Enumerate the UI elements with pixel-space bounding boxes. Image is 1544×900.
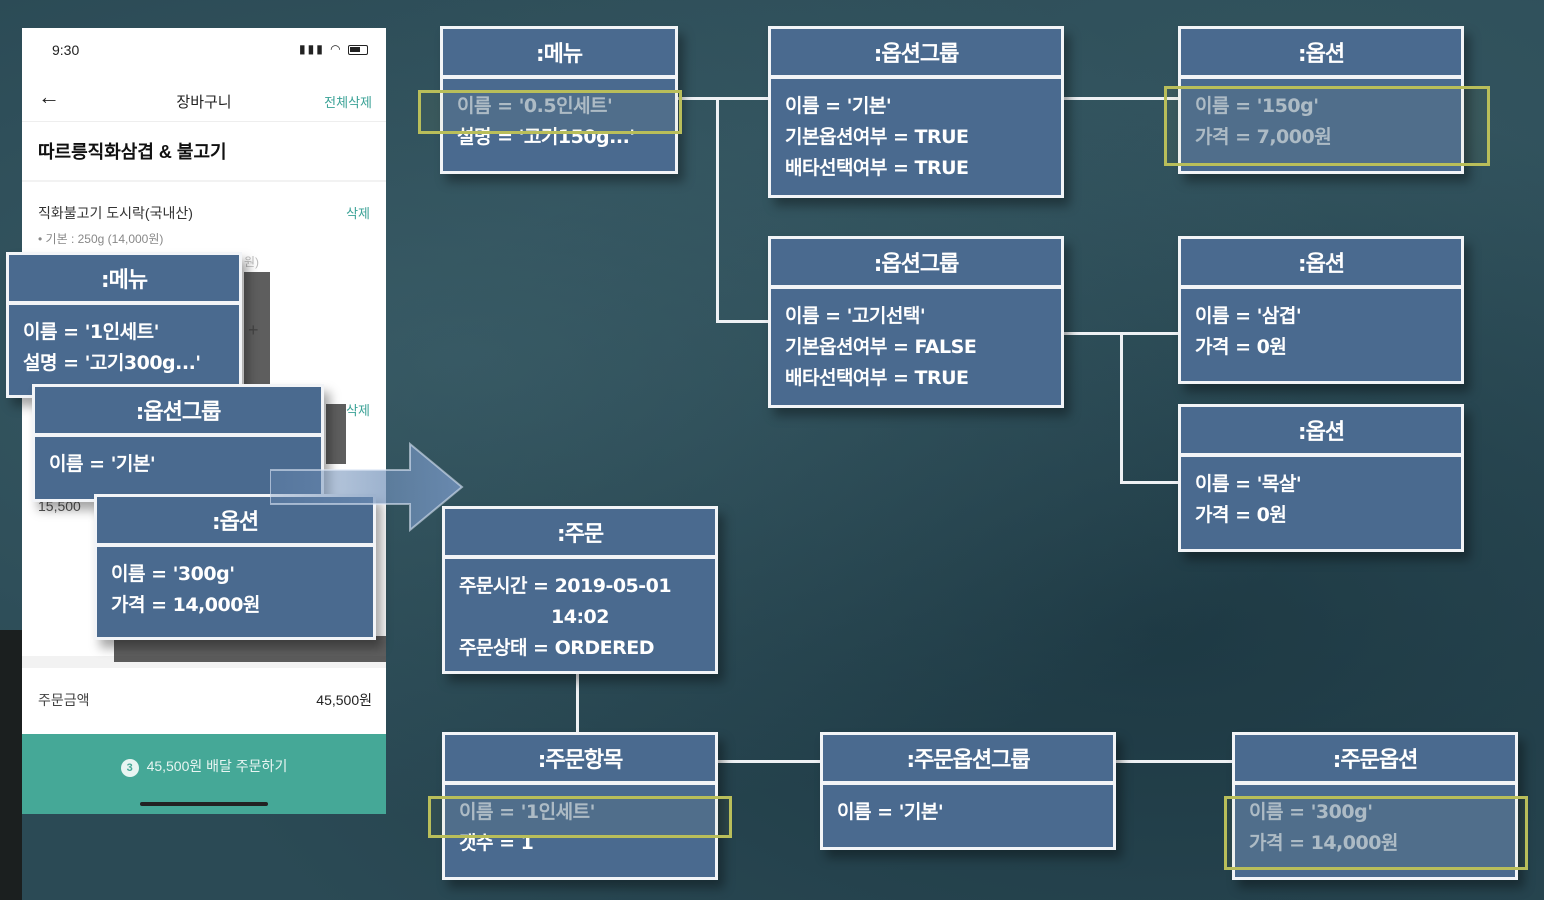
box-title: :주문옵션그룹 xyxy=(823,735,1113,785)
attr-name: 이름 = '기본' xyxy=(785,95,892,117)
attr-price: 가격 = 7,000원 xyxy=(1195,126,1332,148)
box-title: :메뉴 xyxy=(443,29,675,79)
shadow-strip xyxy=(326,404,346,464)
attr-order-time: 주문시간 = 2019-05-01 xyxy=(459,575,672,597)
option-box-2: :옵션 이름 = '삼겹' 가격 = 0원 xyxy=(1178,236,1464,384)
box-title: :옵션그룹 xyxy=(771,29,1061,79)
option-group-box-2: :옵션그룹 이름 = '고기선택' 기본옵션여부 = FALSE 배타선택여부 … xyxy=(768,236,1064,408)
nav-bar: ← 장바구니 전체삭제 xyxy=(22,78,386,122)
box-title: :옵션 xyxy=(1181,29,1461,79)
box-title: :주문항목 xyxy=(445,735,715,785)
order-count-badge: 3 xyxy=(120,759,139,777)
attr-order-status: 주문상태 = ORDERED xyxy=(459,637,654,659)
attr-name: 이름 = '고기선택' xyxy=(785,305,926,327)
cart-item-name: 직화불고기 도시락(국내산) xyxy=(38,205,193,221)
highlight-order-option-values xyxy=(1224,796,1528,870)
attr-name: 이름 = '기본' xyxy=(49,453,156,475)
connector xyxy=(1062,97,1178,100)
connector xyxy=(1120,332,1123,484)
box-title: :옵션그룹 xyxy=(35,387,321,437)
attr-default: 기본옵션여부 = FALSE xyxy=(785,336,977,358)
box-title: :옵션 xyxy=(1181,407,1461,457)
connector xyxy=(1120,481,1178,484)
highlight-line-item-name xyxy=(428,796,732,838)
divider xyxy=(22,180,386,182)
order-box: :주문 주문시간 = 2019-05-01 14:02 주문상태 = ORDER… xyxy=(442,506,718,674)
arrow-right-icon xyxy=(270,442,464,532)
wifi-icon: ◠ xyxy=(330,42,343,56)
back-arrow-icon[interactable]: ← xyxy=(38,84,60,109)
cart-item-delete-button-2[interactable]: 삭제 xyxy=(346,403,370,418)
attr-name: 이름 = '기본' xyxy=(837,801,944,823)
highlight-option-values xyxy=(1164,86,1490,166)
attr-price: 가격 = 0원 xyxy=(1195,504,1287,526)
menu-box: :메뉴 이름 = '0.5인세트' 설명 = '고기150g...' xyxy=(440,26,678,174)
cart-item-delete-button[interactable]: 삭제 xyxy=(346,206,370,221)
attr-default: 기본옵션여부 = TRUE xyxy=(785,126,969,148)
cart-item-peek-text: 원) xyxy=(244,255,260,269)
option-box-1: :옵션 이름 = '150g' 가격 = 7,000원 xyxy=(1178,26,1464,174)
attr-exclusive: 배타선택여부 = TRUE xyxy=(785,157,969,179)
shadow-strip xyxy=(114,636,386,662)
overlay-option-box: :옵션 이름 = '300g' 가격 = 14,000원 xyxy=(94,494,376,640)
attr-name: 이름 = '300g' xyxy=(111,563,235,585)
connector xyxy=(716,97,719,323)
attr-desc: 설명 = '고기300g...' xyxy=(23,352,201,374)
order-line-item-box: :주문항목 이름 = '1인세트' 갯수 = 1 xyxy=(442,732,718,880)
attr-exclusive: 배타선택여부 = TRUE xyxy=(785,367,969,389)
attr-price: 가격 = 14,000원 xyxy=(1249,832,1398,854)
attr-price: 가격 = 0원 xyxy=(1195,336,1287,358)
box-title: :주문 xyxy=(445,509,715,559)
left-dark-edge xyxy=(0,630,22,900)
attr-price: 가격 = 14,000원 xyxy=(111,594,260,616)
highlight-menu-name xyxy=(418,90,682,134)
overlay-menu-box: :메뉴 이름 = '1인세트' 설명 = '고기300g...' xyxy=(6,252,242,398)
connector xyxy=(1114,760,1232,763)
clear-all-button[interactable]: 전체삭제 xyxy=(324,95,372,110)
connector xyxy=(716,320,768,323)
attr-name: 이름 = '1인세트' xyxy=(459,801,595,823)
box-title: :옵션 xyxy=(1181,239,1461,289)
option-box-3: :옵션 이름 = '목살' 가격 = 0원 xyxy=(1178,404,1464,552)
order-button[interactable]: 3 45,500원 배달 주문하기 xyxy=(22,734,386,814)
box-title: :메뉴 xyxy=(9,255,239,305)
order-button-label: 45,500원 배달 주문하기 xyxy=(146,758,288,774)
attr-name: 이름 = '1인세트' xyxy=(23,321,159,343)
attr-name: 이름 = '목살' xyxy=(1195,473,1302,495)
attr-name: 이름 = '0.5인세트' xyxy=(457,95,613,117)
attr-name: 이름 = '300g' xyxy=(1249,801,1373,823)
option-group-box-1: :옵션그룹 이름 = '기본' 기본옵션여부 = TRUE 배타선택여부 = T… xyxy=(768,26,1064,198)
battery-icon xyxy=(348,44,368,55)
order-option-box: :주문옵션 이름 = '300g' 가격 = 14,000원 xyxy=(1232,732,1518,880)
attr-order-time-2: 14:02 xyxy=(551,606,609,628)
box-title: :옵션 xyxy=(97,497,373,547)
store-name: 따르릉직화삼겹 & 불고기 xyxy=(38,142,227,162)
cart-item-peek-price: 15,500 xyxy=(38,498,81,514)
nav-title: 장바구니 xyxy=(176,94,232,111)
box-title: :옵션그룹 xyxy=(771,239,1061,289)
order-option-group-box: :주문옵션그룹 이름 = '기본' xyxy=(820,732,1116,850)
box-title: :주문옵션 xyxy=(1235,735,1515,785)
attr-name: 이름 = '삼겹' xyxy=(1195,305,1302,327)
total-label: 주문금액 xyxy=(38,692,90,708)
connector xyxy=(716,760,820,763)
home-indicator xyxy=(140,802,268,806)
shadow-strip xyxy=(244,272,270,384)
attr-name: 이름 = '150g' xyxy=(1195,95,1319,117)
signal-icon: ▮▮▮ xyxy=(299,42,325,56)
status-time: 9:30 xyxy=(52,42,80,58)
connector xyxy=(576,672,579,732)
cart-item-option: • 기본 : 250g (14,000원) xyxy=(38,232,164,246)
connector xyxy=(676,97,768,100)
total-value: 45,500원 xyxy=(316,692,372,708)
status-icons: ▮▮▮ ◠ xyxy=(299,42,368,56)
